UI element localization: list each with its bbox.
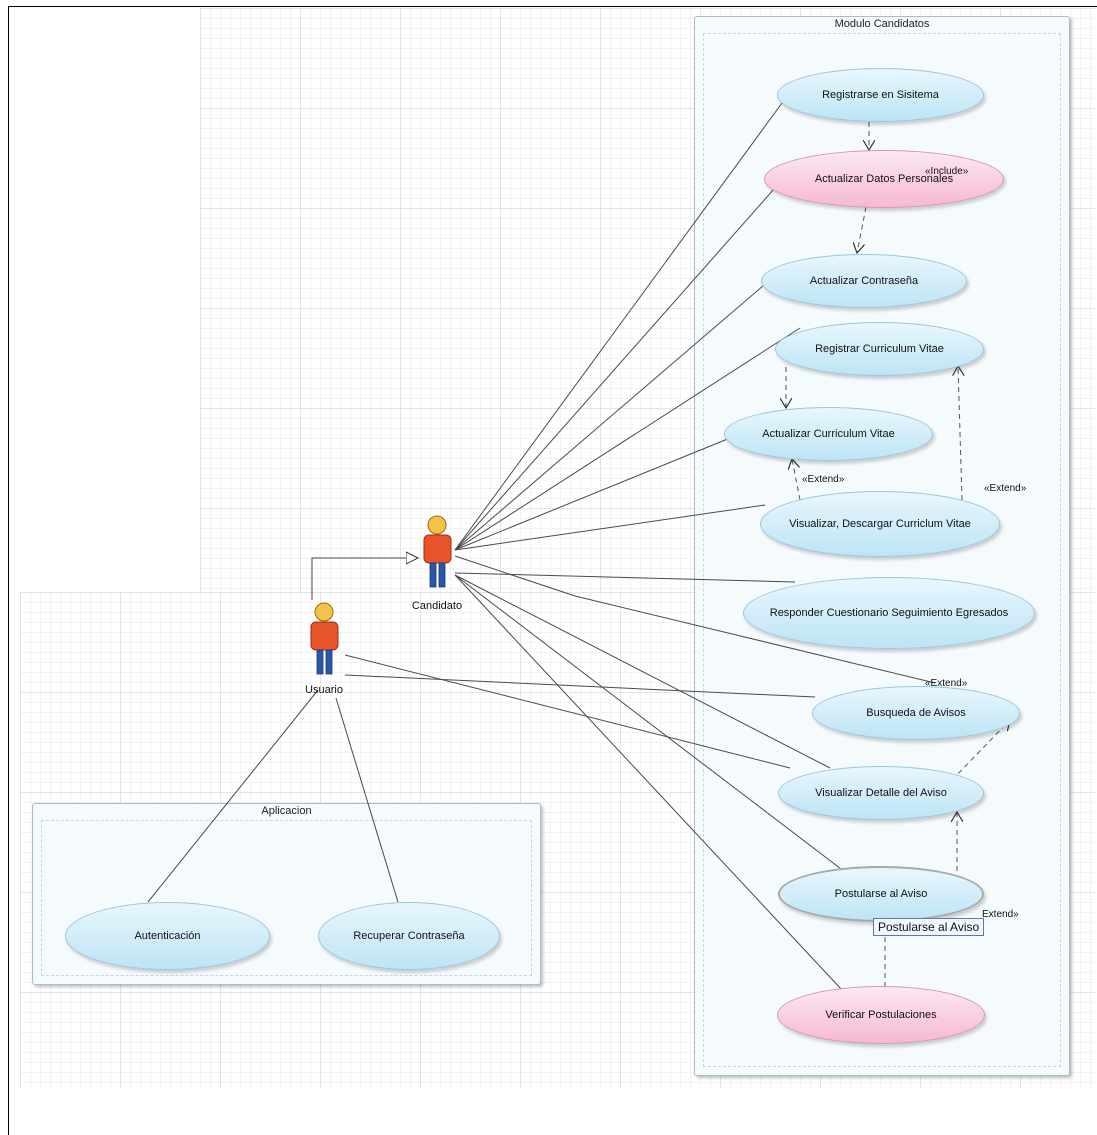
association-line xyxy=(454,572,796,583)
usecase-postularse[interactable]: Postularse al Aviso xyxy=(778,866,984,922)
usecase-autenticacion[interactable]: Autenticación xyxy=(65,902,270,970)
association-line xyxy=(454,284,765,551)
usecase-actualizar-datos[interactable]: Actualizar Datos Personales xyxy=(764,150,1004,208)
actor-label-usuario: Usuario xyxy=(305,684,343,696)
generalization-line xyxy=(311,558,418,600)
stereotype-include: «Include» xyxy=(925,166,969,177)
usecase-registrar-cv[interactable]: Registrar Curriculum Vitae xyxy=(775,322,984,376)
package-body xyxy=(703,33,1061,1067)
stereotype-extend: «Extend» xyxy=(925,678,968,689)
usecase-responder-cuestionario[interactable]: Responder Cuestionario Seguimiento Egres… xyxy=(743,577,1035,649)
stereotype-extend: Extend» xyxy=(982,909,1019,920)
usecase-verificar[interactable]: Verificar Postulaciones xyxy=(777,986,985,1044)
association-line xyxy=(344,674,816,698)
usuario-actor-icon xyxy=(310,602,339,675)
actor-label-candidato: Candidato xyxy=(411,600,463,612)
usecase-actualizar-contrasena[interactable]: Actualizar Contraseña xyxy=(761,254,967,308)
usecase-registrarse[interactable]: Registrarse en Sisitema xyxy=(777,68,984,122)
candidato-actor-icon xyxy=(423,515,452,588)
association-line xyxy=(454,574,846,873)
association-line xyxy=(454,504,766,551)
diagram-frame xyxy=(8,6,1097,1135)
usecase-actualizar-cv[interactable]: Actualizar Curriculum Vitae xyxy=(724,407,933,461)
package-title: Modulo Candidatos xyxy=(834,18,930,30)
association-line xyxy=(454,437,731,551)
package-title: Aplicacion xyxy=(261,805,312,817)
extend-line xyxy=(958,366,962,501)
stereotype-extend: «Extend» xyxy=(802,474,845,485)
association-line xyxy=(454,555,576,597)
association-line xyxy=(454,188,775,551)
association-line xyxy=(454,574,831,769)
extend-line xyxy=(951,720,1010,781)
stereotype-extend: «Extend» xyxy=(984,483,1027,494)
association-line xyxy=(344,654,791,769)
include-line xyxy=(857,206,867,253)
extend-line xyxy=(792,459,801,501)
association-line xyxy=(454,327,801,551)
usecase-visualizar-cv[interactable]: Visualizar, Descargar Curriclum Vitae xyxy=(760,491,1000,557)
usecase-busqueda-avisos[interactable]: Busqueda de Avisos xyxy=(812,686,1020,740)
usecase-visualizar-detalle[interactable]: Visualizar Detalle del Aviso xyxy=(778,766,984,820)
association-line xyxy=(147,689,319,903)
association-line xyxy=(454,574,843,991)
association-line xyxy=(335,697,399,903)
tooltip: Postularse al Aviso xyxy=(873,918,985,936)
usecase-recuperar[interactable]: Recuperar Contraseña xyxy=(318,902,500,970)
package-body xyxy=(41,820,532,976)
association-line xyxy=(574,595,936,684)
association-line xyxy=(454,102,783,551)
